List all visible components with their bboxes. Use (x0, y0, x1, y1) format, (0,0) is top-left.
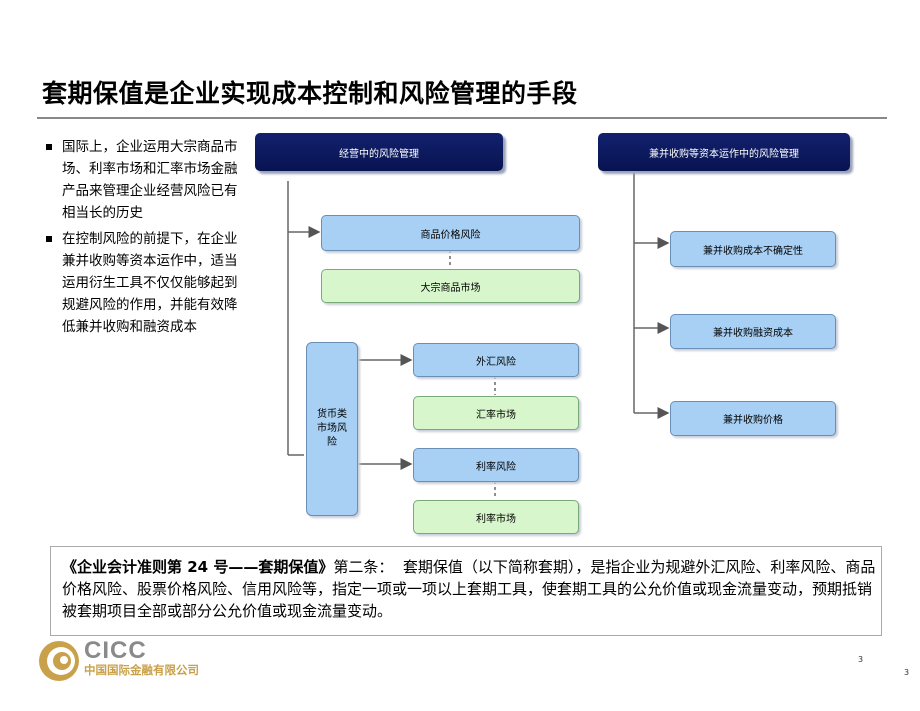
quote-article: 第二条： (333, 558, 394, 576)
bullet-list: 国际上，企业运用大宗商品市场、利率市场和汇率市场金融产品来管理企业经营风险已有相… (46, 136, 246, 342)
rate-market-box: 利率市场 (413, 500, 579, 534)
cicc-name-cn: 中国国际金融有限公司 (84, 665, 199, 677)
page-title: 套期保值是企业实现成本控制和风险管理的手段 (42, 79, 578, 108)
bullet-square-icon (46, 144, 52, 150)
bullet-item: 国际上，企业运用大宗商品市场、利率市场和汇率市场金融产品来管理企业经营风险已有相… (46, 136, 246, 224)
bullet-text: 国际上，企业运用大宗商品市场、利率市场和汇率市场金融产品来管理企业经营风险已有相… (62, 139, 238, 221)
accounting-standard-quote: 《企业会计准则第 24 号——套期保值》第二条： 套期保值（以下简称套期），是指… (62, 556, 880, 622)
bullet-text: 在控制风险的前提下，在企业兼并收购等资本运作中，适当运用衍生工具不仅仅能够起到规… (62, 231, 238, 335)
page-number-outer: 3 (904, 668, 910, 677)
ma-risk-header: 兼并收购等资本运作中的风险管理 (598, 133, 850, 171)
page-number-inner: 3 (858, 655, 864, 664)
currency-risk-label: 货币类市场风险 (317, 409, 347, 448)
rate-risk-box: 利率风险 (413, 448, 579, 482)
fx-market-box: 汇率市场 (413, 396, 579, 430)
cicc-logo-text: CICC 中国国际金融有限公司 (84, 638, 199, 678)
bullet-item: 在控制风险的前提下，在企业兼并收购等资本运作中，适当运用衍生工具不仅仅能够起到规… (46, 228, 246, 338)
operational-risk-header: 经营中的风险管理 (255, 133, 503, 171)
currency-risk-box: 货币类市场风险 (306, 342, 358, 516)
ma-financing-cost-box: 兼并收购融资成本 (670, 314, 836, 349)
ma-price-box: 兼并收购价格 (670, 401, 836, 436)
title-divider (37, 117, 887, 119)
fx-risk-box: 外汇风险 (413, 343, 579, 377)
quote-source: 《企业会计准则第 24 号——套期保值》 (62, 558, 334, 576)
commodity-market-box: 大宗商品市场 (321, 269, 580, 303)
quote-text: 套期保值（以下简称套期），是指企业为规避外汇风险、利率风险、商品价格风险、股票价… (62, 558, 876, 620)
quote-frame (50, 546, 882, 636)
cicc-logo-icon (39, 641, 79, 681)
cicc-name: CICC (84, 637, 147, 664)
bullet-square-icon (46, 236, 52, 242)
commodity-risk-box: 商品价格风险 (321, 215, 580, 251)
ma-cost-uncertainty-box: 兼并收购成本不确定性 (670, 231, 836, 267)
